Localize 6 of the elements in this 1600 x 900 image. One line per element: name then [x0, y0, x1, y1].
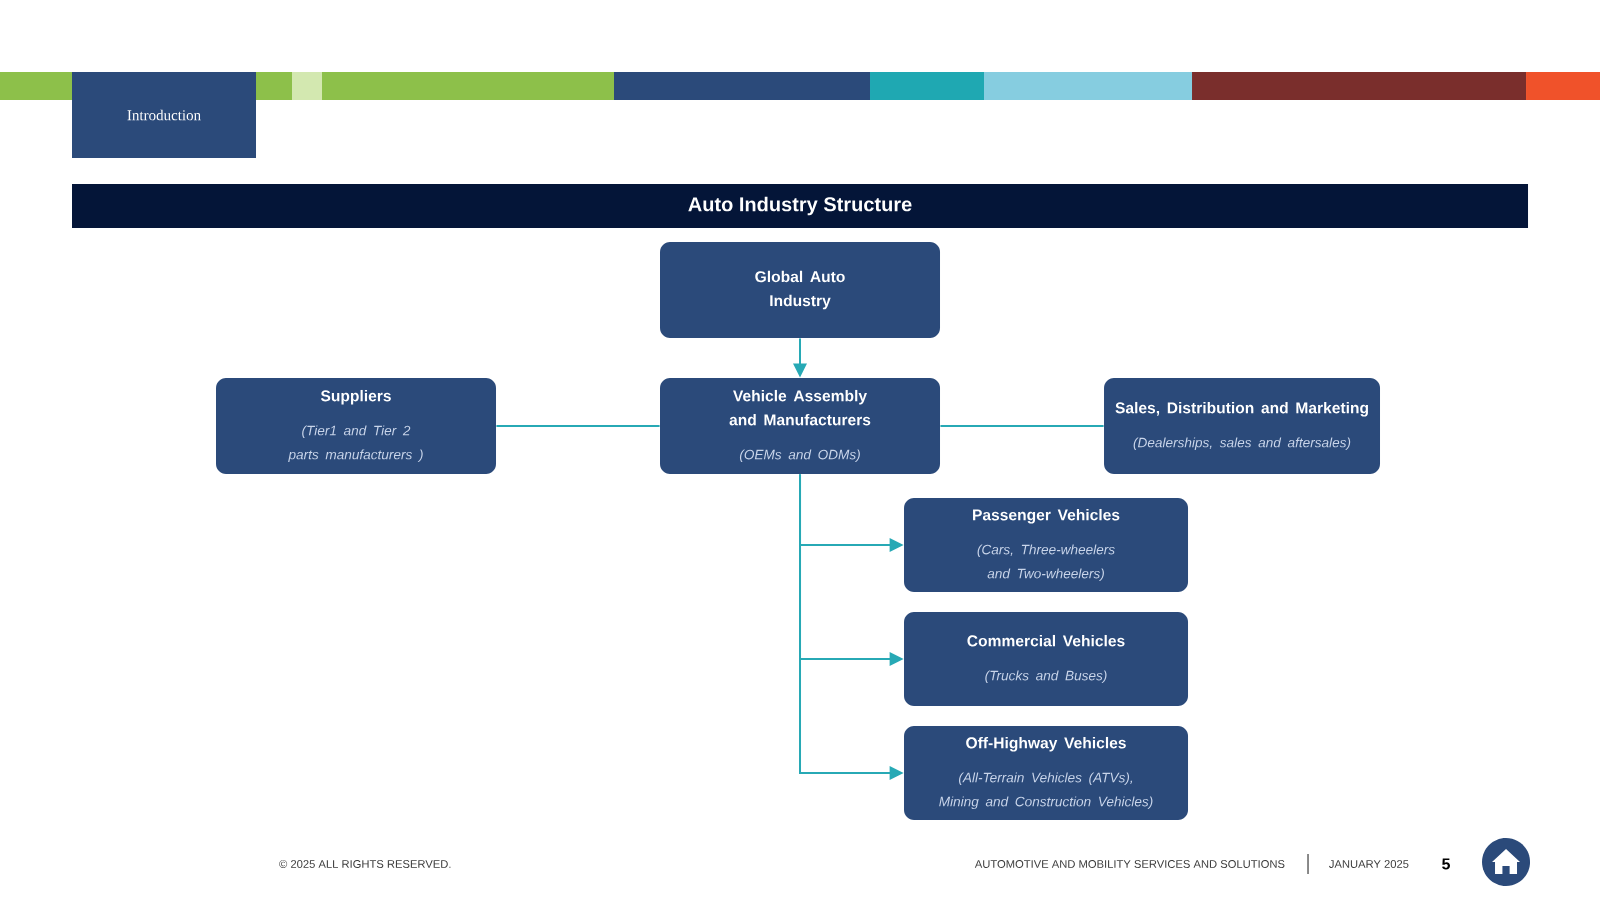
connector — [939, 425, 1105, 427]
connector — [495, 425, 661, 427]
title-band: Auto Industry Structure — [72, 184, 1528, 228]
connector — [799, 473, 904, 780]
page-number: 5 — [1442, 858, 1450, 870]
connector — [793, 337, 807, 378]
